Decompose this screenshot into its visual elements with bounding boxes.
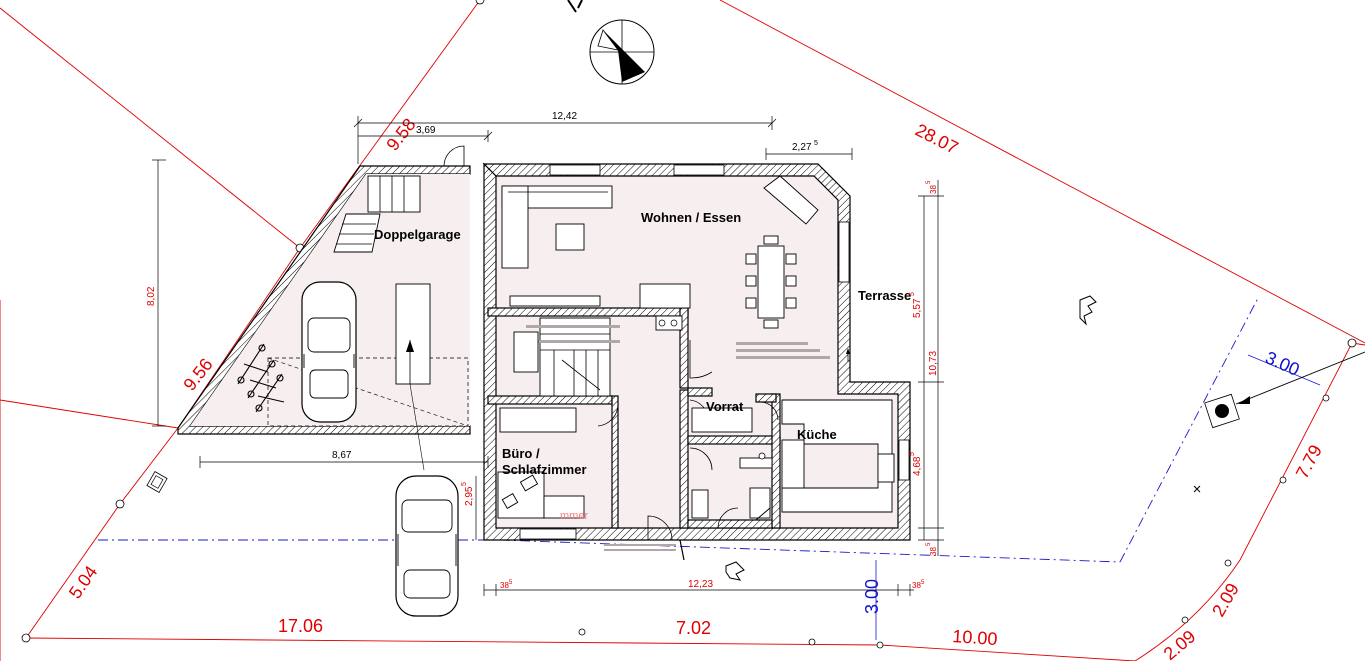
room-label-living: Wohnen / Essen xyxy=(641,210,741,225)
utility-box-icon xyxy=(146,471,168,493)
plot-length-top-right: 28.07 xyxy=(912,120,961,158)
dim-bottom-left-small-sup: 5 xyxy=(509,580,513,586)
room-label-kitchen: Küche xyxy=(797,427,837,442)
room-label-office-line2: Schlafzimmer xyxy=(502,462,587,477)
plot-length-bottom-left: 17.06 xyxy=(278,616,323,636)
room-label-office-line1: Büro / xyxy=(502,446,540,461)
setback-bottom-label: 3.00 xyxy=(862,579,882,614)
dim-right-total: 10,73 xyxy=(928,351,939,376)
plot-length-bottom-middle: 7.02 xyxy=(676,618,711,638)
dim-right-top-small: 38 xyxy=(929,185,938,194)
coffee-table xyxy=(555,223,585,251)
room-label-garage: Doppelgarage xyxy=(374,227,461,242)
point-marker-icon xyxy=(1193,485,1201,493)
plot-length-bottom-right: 10.00 xyxy=(952,626,998,649)
tree-icon xyxy=(1079,295,1097,326)
dim-right-lower-sup: 5 xyxy=(909,452,916,456)
stove xyxy=(655,315,683,331)
plot-length-arc-b: 2.09 xyxy=(1160,626,1200,661)
dim-right-bottom-small-sup: 5 xyxy=(926,542,932,546)
north-arrow-icon xyxy=(567,0,655,85)
dim-right-upper: 5,57 xyxy=(912,298,923,318)
plot-length-left-upper: 9.58 xyxy=(382,115,419,155)
dim-entry-sup: 5 xyxy=(461,482,468,486)
house xyxy=(482,162,911,561)
car-icon xyxy=(301,281,357,423)
dim-bottom-left-small: 38 xyxy=(500,581,509,590)
tree-icon xyxy=(725,561,745,581)
dim-top-garage: 3,69 xyxy=(416,125,436,136)
plot-length-right-side: 7.79 xyxy=(1292,442,1326,482)
dim-bottom-right-small-sup: 5 xyxy=(921,580,925,586)
setback-right-label: 3.00 xyxy=(1262,347,1302,380)
plot-length-arc-a: 2.09 xyxy=(1208,580,1243,620)
dim-right-upper-sup: 5 xyxy=(909,292,916,296)
manhole-icon xyxy=(1204,351,1365,429)
tv-unit xyxy=(763,175,819,225)
kitchen-units xyxy=(781,399,895,513)
dim-bottom-total: 12,23 xyxy=(688,579,713,590)
dining-table xyxy=(745,235,797,329)
bicycle-icon xyxy=(237,343,285,413)
dim-right-top-small-sup: 5 xyxy=(926,180,932,184)
dim-entry: 2,95 xyxy=(464,486,475,506)
dim-top-overall: 12,42 xyxy=(552,111,577,122)
dim-garage-width: 8,67 xyxy=(332,450,352,461)
dim-top-right-sup: 5 xyxy=(814,140,818,147)
main-stairs xyxy=(513,317,620,397)
office-furniture xyxy=(497,407,585,519)
dim-bottom-right-small: 38 xyxy=(912,581,921,590)
sofa xyxy=(501,185,613,269)
car-icon xyxy=(395,475,459,617)
room-label-terrace: Terrasse xyxy=(858,288,911,303)
plot-length-left-lower: 5.04 xyxy=(65,562,101,602)
dim-right-bottom-small: 38 xyxy=(929,547,938,556)
room-label-pantry: Vorrat xyxy=(706,399,744,414)
room-label-office-ghost: mmer xyxy=(560,510,588,522)
dim-garage-height: 8,02 xyxy=(146,286,157,306)
dimension-lines xyxy=(152,116,944,596)
dim-top-right: 2,27 xyxy=(792,142,812,153)
dim-right-lower: 4,68 xyxy=(912,456,923,476)
bathroom-fixtures xyxy=(691,452,773,521)
garage-stairs xyxy=(333,175,421,253)
